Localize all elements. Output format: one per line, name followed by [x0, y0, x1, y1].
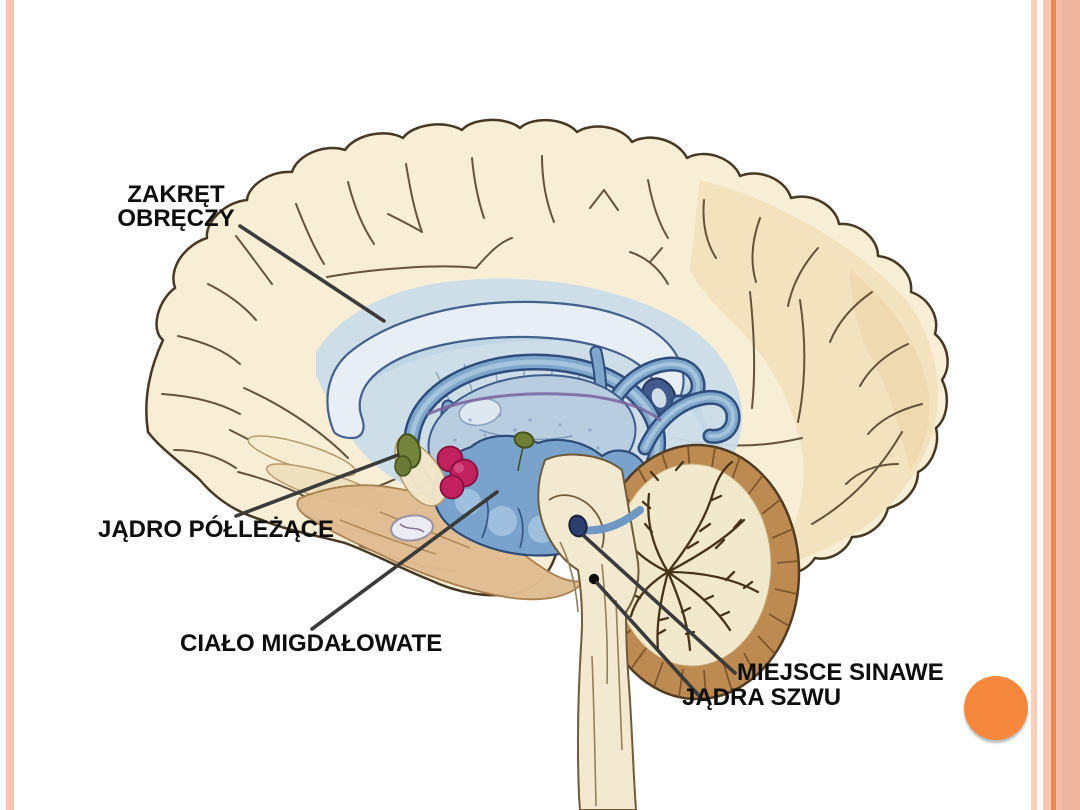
- stria-terminalis-line: [426, 392, 662, 422]
- leader-amygdala: [310, 490, 499, 631]
- right-accent-band-light: [1043, 0, 1051, 810]
- right-accent-band-deep: [1062, 0, 1080, 810]
- leader-raphe: [595, 581, 704, 701]
- interthalamic-green-dot: [513, 431, 535, 449]
- locus-coeruleus-dot: [568, 514, 588, 538]
- label-amygdala: CIAŁO MIGDAŁOWATE: [180, 630, 443, 657]
- brainstem: [537, 453, 644, 810]
- leader-cingulate: [238, 224, 386, 323]
- label-nucleus-accumbens: JĄDRO PÓŁLEŻĄCE: [98, 516, 335, 543]
- leader-accumbens: [234, 453, 400, 518]
- label-locus-coeruleus: MIEJSCE SINAWE: [737, 659, 944, 686]
- left-accent-bar: [6, 0, 14, 810]
- leader-lines: [234, 224, 737, 701]
- limbic-markers: [390, 431, 535, 542]
- pons-outline: [548, 494, 605, 549]
- label-cingulate-gyrus: ZAKRĘT OBRĘCZY: [117, 181, 235, 232]
- accent-circle-decoration: [964, 676, 1028, 740]
- right-accent-bar-thin: [1031, 0, 1037, 810]
- right-accent-band: [1043, 0, 1080, 810]
- label-raphe-nuclei: JĄDRA SZWU: [682, 684, 842, 711]
- right-accent-stripe: [1051, 0, 1056, 810]
- arbor-vitae-branches: [618, 460, 760, 652]
- leader-locus: [582, 534, 737, 675]
